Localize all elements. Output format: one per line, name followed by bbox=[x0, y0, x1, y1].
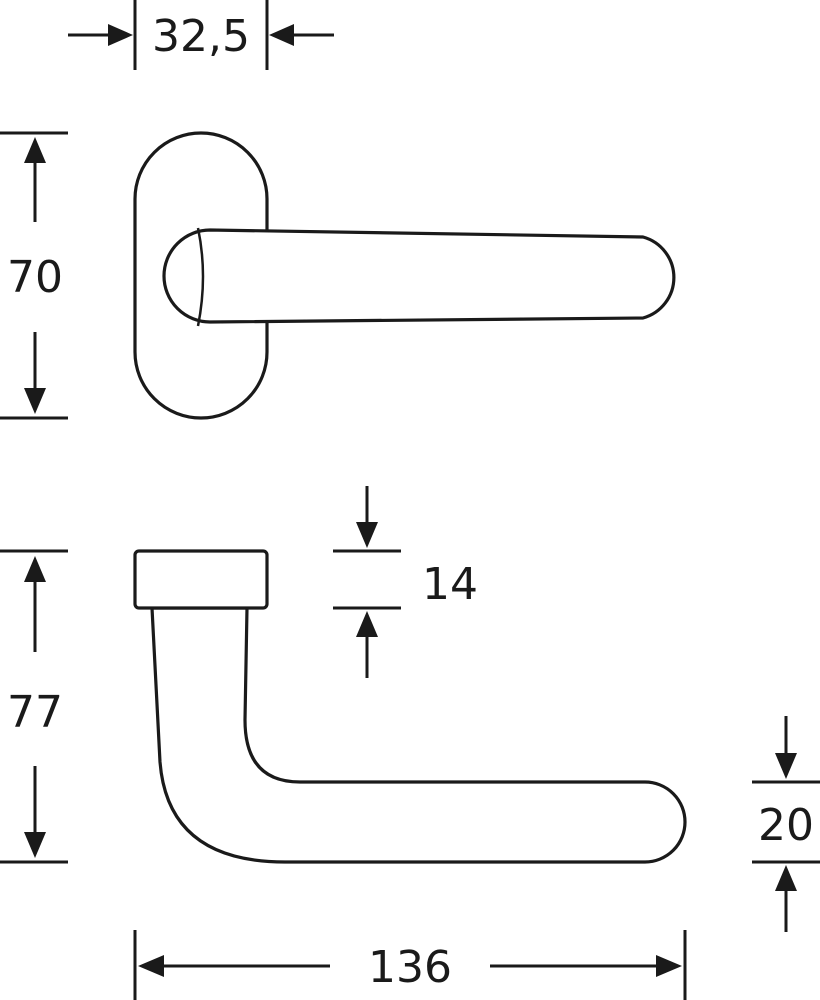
dimension-lever-length: 136 bbox=[133, 930, 687, 1000]
arrowhead-left bbox=[138, 955, 164, 977]
arrowhead-up bbox=[775, 865, 797, 891]
rose-depth-label: 14 bbox=[422, 559, 478, 610]
rose-height-label: 70 bbox=[7, 252, 63, 303]
arrowhead-down bbox=[775, 753, 797, 779]
dimension-rose-height: 70 bbox=[0, 131, 68, 420]
arrowhead-down bbox=[24, 388, 46, 414]
arrowhead-right bbox=[656, 955, 682, 977]
front-lever-collar-line bbox=[196, 227, 205, 327]
front-view bbox=[133, 131, 676, 420]
dimension-projection: 77 bbox=[0, 549, 68, 864]
arrowhead-down bbox=[356, 522, 378, 548]
side-rose-collar bbox=[133, 549, 269, 610]
arrowhead-down bbox=[24, 832, 46, 858]
arrowhead-right bbox=[108, 24, 133, 46]
lever-thickness-label: 20 bbox=[758, 800, 814, 851]
lever-length-label: 136 bbox=[368, 942, 452, 993]
arrowhead-up bbox=[356, 611, 378, 637]
side-view bbox=[133, 549, 687, 864]
front-lever-outline bbox=[162, 228, 676, 324]
projection-label: 77 bbox=[7, 687, 63, 738]
rose-width-label: 32,5 bbox=[152, 11, 250, 62]
arrowhead-up bbox=[24, 556, 46, 582]
dimension-rose-width: 32,5 bbox=[68, 0, 334, 70]
arrowhead-left bbox=[269, 24, 294, 46]
arrowhead-up bbox=[24, 137, 46, 163]
dimension-lever-thickness: 20 bbox=[752, 716, 820, 932]
dimension-rose-depth: 14 bbox=[333, 486, 478, 678]
side-lever-outline bbox=[150, 606, 687, 864]
